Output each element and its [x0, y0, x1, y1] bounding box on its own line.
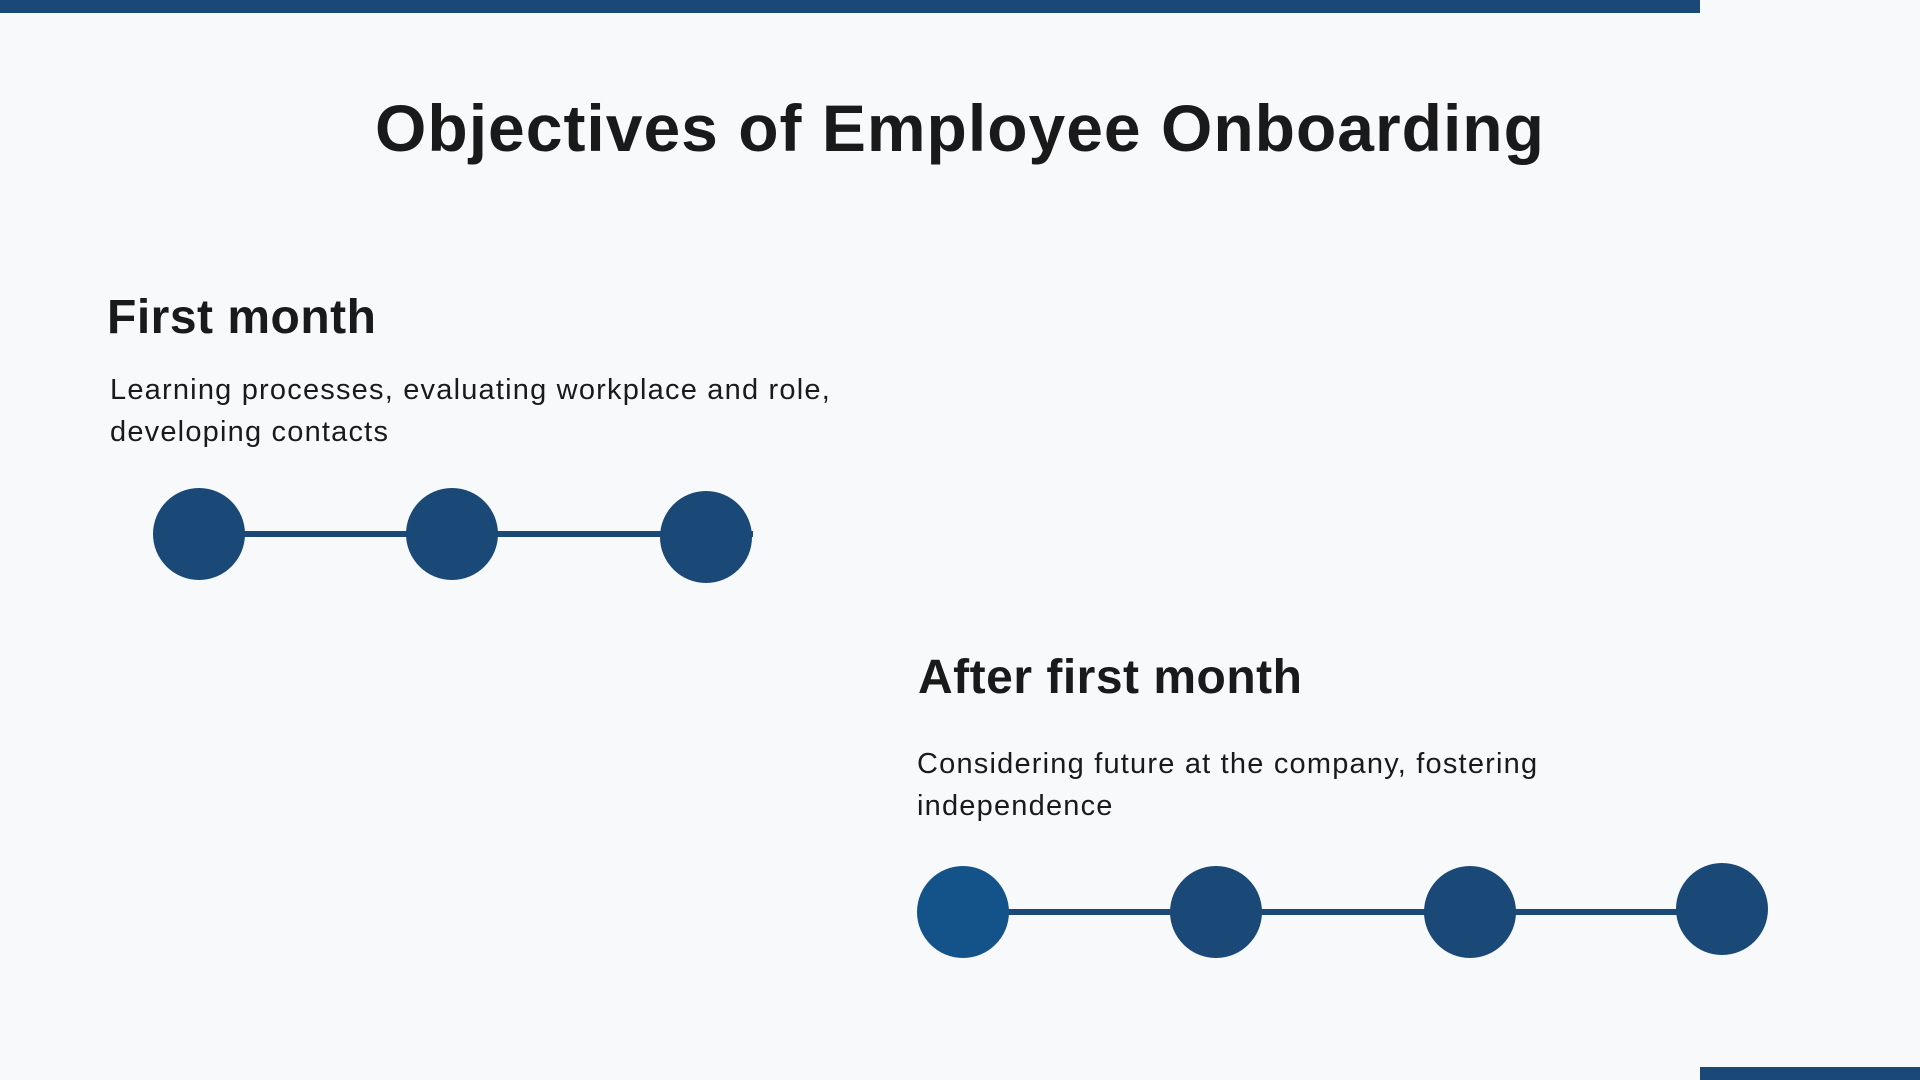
section-body-first-month: Learning processes, evaluating workplace… — [110, 374, 831, 448]
timeline-step-dot-4 — [1676, 863, 1768, 955]
timeline-after-first-month — [917, 863, 1768, 958]
timeline-step-dot-2 — [1170, 866, 1262, 958]
timeline-connector — [963, 909, 1723, 915]
section-body-after-first-month: Considering future at the company, foste… — [917, 748, 1539, 822]
bottom-accent-bar — [1700, 1067, 1920, 1080]
timeline-step-dot-1-highlighted — [917, 866, 1009, 958]
top-accent-bar — [0, 0, 1700, 13]
timeline-step-dot-3 — [1424, 866, 1516, 958]
section-heading-after-first-month: After first month — [918, 651, 1303, 704]
section-heading-first-month: First month — [107, 291, 377, 344]
timeline-step-dot-1 — [153, 488, 245, 580]
timeline-step-dot-3 — [660, 491, 752, 583]
timeline-first-month — [153, 488, 753, 583]
timeline-step-dot-2 — [406, 488, 498, 580]
slide-title: Objectives of Employee Onboarding — [375, 91, 1545, 165]
